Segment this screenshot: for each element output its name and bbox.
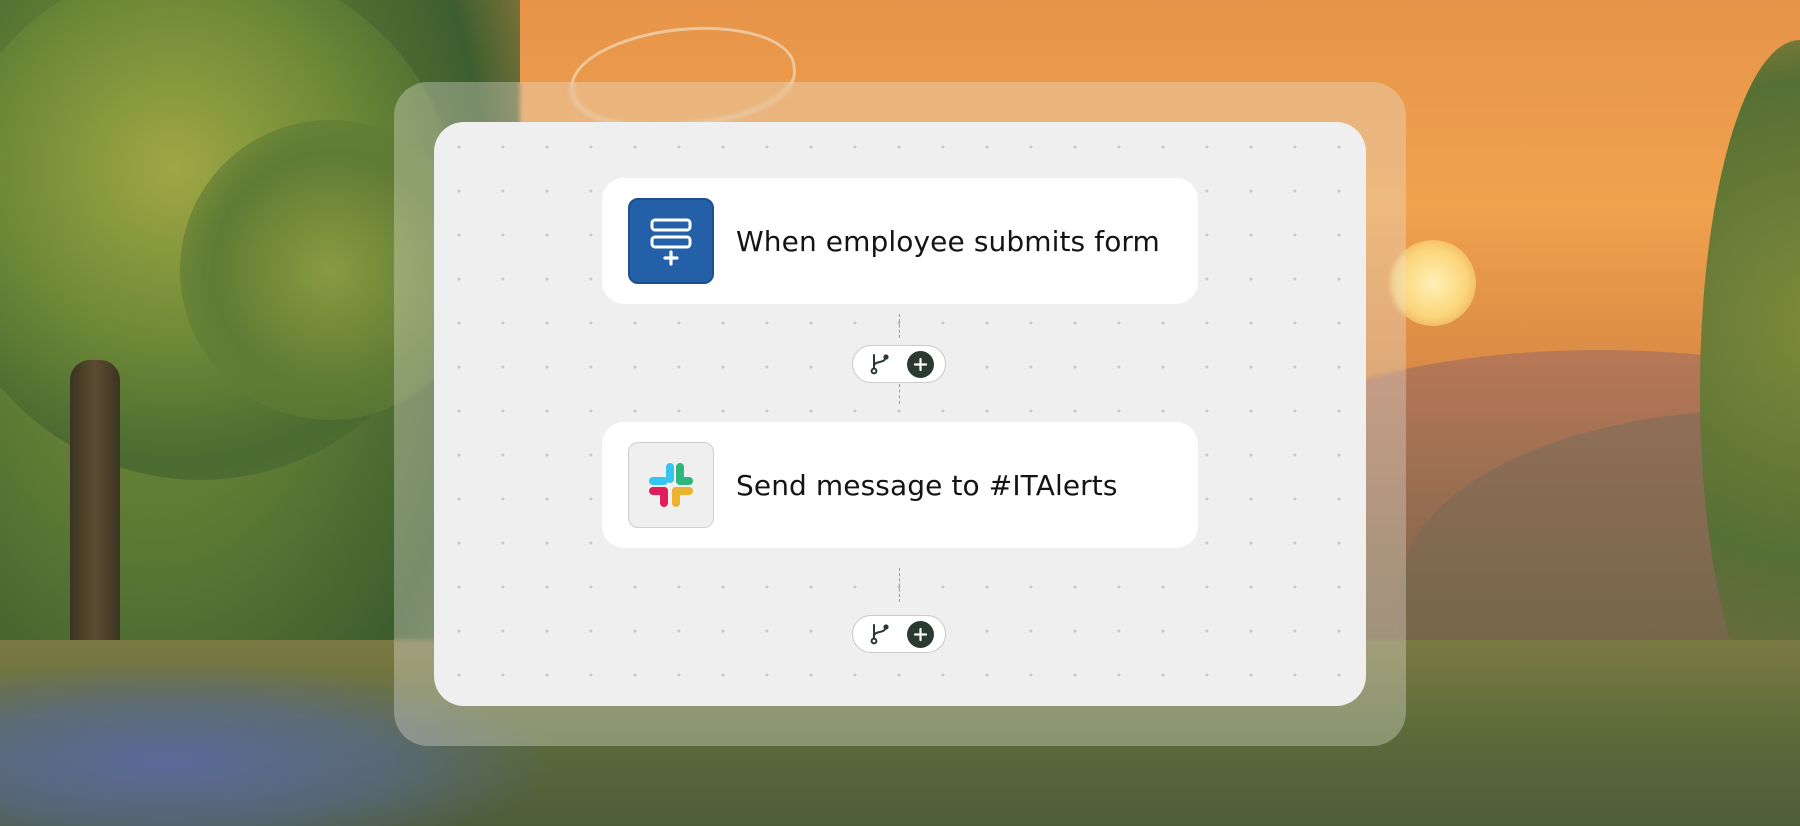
branch-icon[interactable] — [868, 622, 892, 646]
add-step-control[interactable] — [852, 345, 946, 383]
connector-line — [899, 568, 900, 602]
workflow-step-action[interactable]: Send message to #ITAlerts — [602, 422, 1198, 548]
form-add-icon — [628, 198, 714, 284]
plus-icon[interactable] — [907, 620, 934, 648]
connector-line — [899, 384, 900, 404]
plus-icon[interactable] — [907, 350, 934, 378]
step-label: When employee submits form — [736, 224, 1160, 258]
workflow-step-trigger[interactable]: When employee submits form — [602, 178, 1198, 304]
branch-icon[interactable] — [868, 352, 892, 376]
slack-icon — [628, 442, 714, 528]
workflow-canvas[interactable]: When employee submits form — [434, 122, 1366, 706]
step-label: Send message to #ITAlerts — [736, 468, 1118, 502]
add-step-control[interactable] — [852, 615, 946, 653]
connector-line — [899, 314, 900, 338]
